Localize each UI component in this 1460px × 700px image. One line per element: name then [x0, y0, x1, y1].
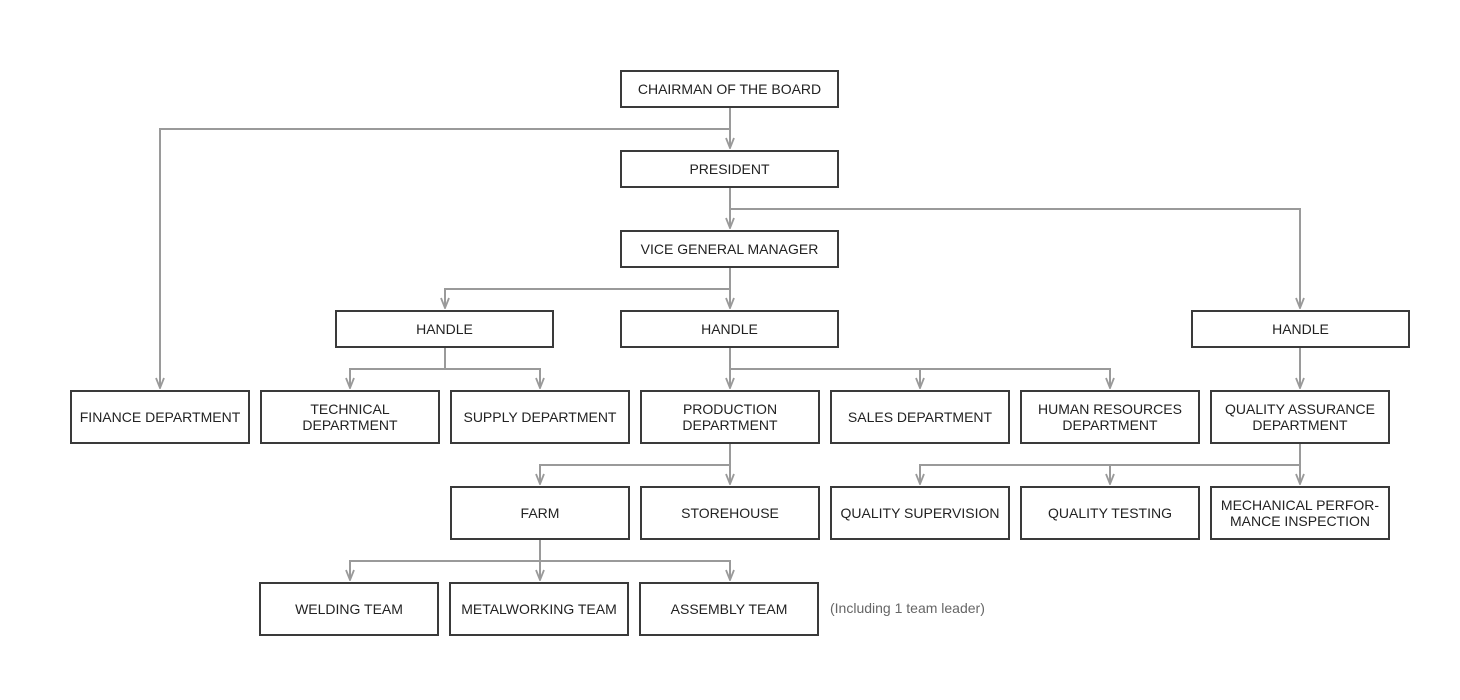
supply-department-box: SUPPLY DEPARTMENT	[450, 390, 630, 444]
mechanical-performance-inspection-box: MECHANICAL PERFOR-MANCE INSPECTION	[1210, 486, 1390, 540]
quality-assurance-department-box: QUALITY ASSURANCE DEPARTMENT	[1210, 390, 1390, 444]
technical-department-label: TECHNICAL DEPARTMENT	[302, 401, 398, 433]
handle-left-to-supply-arrow	[445, 368, 540, 388]
handle-left-label: HANDLE	[416, 321, 473, 337]
president-to-handle-right-arrow	[730, 208, 1300, 308]
production-department-box: PRODUCTION DEPARTMENT	[640, 390, 820, 444]
farm-to-assembly-arrow	[540, 560, 730, 580]
human-resources-department-label: HUMAN RESOURCES DEPARTMENT	[1038, 401, 1182, 433]
welding-team-box: WELDING TEAM	[259, 582, 439, 636]
technical-department-box: TECHNICAL DEPARTMENT	[260, 390, 440, 444]
finance-department-label: FINANCE DEPARTMENT	[79, 409, 241, 425]
quality-assurance-department-label: QUALITY ASSURANCE DEPARTMENT	[1225, 401, 1375, 433]
farm-to-welding-arrow	[350, 560, 540, 580]
metalworking-team-box: METALWORKING TEAM	[449, 582, 629, 636]
vice-general-manager-box: VICE GENERAL MANAGER	[620, 230, 839, 268]
sales-department-box: SALES DEPARTMENT	[830, 390, 1010, 444]
handle-center-label: HANDLE	[701, 321, 758, 337]
mechanical-performance-inspection-label: MECHANICAL PERFOR-MANCE INSPECTION	[1220, 497, 1380, 529]
welding-team-label: WELDING TEAM	[295, 601, 403, 617]
production-department-label: PRODUCTION DEPARTMENT	[682, 401, 778, 433]
handle-center-to-hr-arrow	[920, 368, 1110, 388]
farm-box: FARM	[450, 486, 630, 540]
handle-left-box: HANDLE	[335, 310, 554, 348]
president-box: PRESIDENT	[620, 150, 839, 188]
supply-department-label: SUPPLY DEPARTMENT	[463, 409, 617, 425]
quality-testing-label: QUALITY TESTING	[1048, 505, 1172, 521]
handle-center-to-sales-arrow	[730, 368, 920, 388]
quality-supervision-box: QUALITY SUPERVISION	[830, 486, 1010, 540]
chairman-to-finance-arrow	[160, 128, 730, 388]
assembly-team-label: ASSEMBLY TEAM	[670, 601, 788, 617]
handle-right-label: HANDLE	[1272, 321, 1329, 337]
production-to-farm-arrow	[540, 464, 730, 484]
assembly-team-box: ASSEMBLY TEAM	[639, 582, 819, 636]
farm-label: FARM	[520, 505, 560, 521]
president-label: PRESIDENT	[689, 161, 770, 177]
quality-testing-box: QUALITY TESTING	[1020, 486, 1200, 540]
storehouse-label: STOREHOUSE	[681, 505, 779, 521]
chairman-box: CHAIRMAN OF THE BOARD	[620, 70, 839, 108]
finance-department-box: FINANCE DEPARTMENT	[70, 390, 250, 444]
handle-right-box: HANDLE	[1191, 310, 1410, 348]
team-leader-note: (Including 1 team leader)	[830, 600, 985, 616]
sales-department-label: SALES DEPARTMENT	[847, 409, 993, 425]
quality-supervision-label: QUALITY SUPERVISION	[840, 505, 1000, 521]
handle-center-box: HANDLE	[620, 310, 839, 348]
storehouse-box: STOREHOUSE	[640, 486, 820, 540]
vice-general-manager-label: VICE GENERAL MANAGER	[640, 241, 819, 257]
handle-left-to-technical-arrow	[350, 368, 445, 388]
vice-gm-to-handle-left-arrow	[445, 288, 730, 308]
metalworking-team-label: METALWORKING TEAM	[461, 601, 617, 617]
human-resources-department-box: HUMAN RESOURCES DEPARTMENT	[1020, 390, 1200, 444]
qa-to-quality-supervision-arrow	[920, 464, 1300, 484]
chairman-label: CHAIRMAN OF THE BOARD	[637, 81, 822, 97]
